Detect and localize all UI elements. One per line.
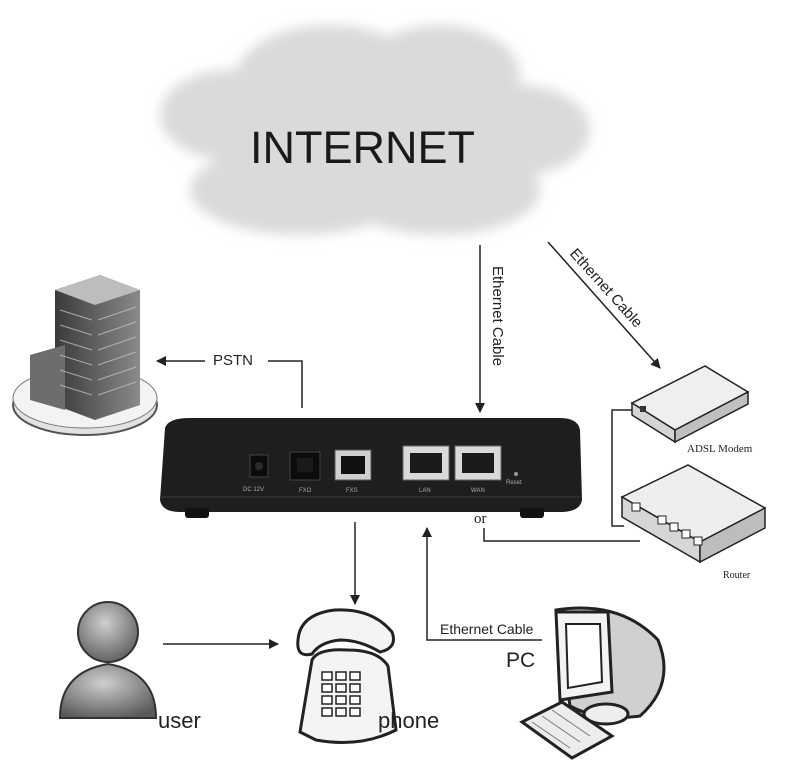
building-icon [12,275,158,436]
pc-link-line [422,527,542,641]
internet-title: INTERNET [250,122,475,173]
router-link-line [483,528,640,542]
adsl-modem-label: ADSL Modem [687,443,753,455]
user-icon [58,601,158,719]
ethernet-cable-pc-label: Ethernet Cable [440,621,534,637]
pc-label: PC [506,649,536,672]
router-label: Router [723,570,751,581]
ethernet-cable-vertical-label: Ethernet Cable [489,266,506,367]
phone-label: phone [378,708,440,733]
internet-cloud [160,25,590,235]
router-icon [620,464,767,564]
port-label-dc: DC 12V [243,487,265,493]
port-label-fxo: FXO [299,488,312,494]
reset-label: Reset [506,480,522,486]
port-label-wan: WAN [471,488,485,494]
port-label-lan: LAN [419,488,431,494]
user-label: user [158,708,201,733]
or-label: or [474,511,487,527]
pc-icon [519,606,666,760]
adsl-modem-icon [630,365,750,444]
pstn-label: PSTN [213,352,254,369]
port-label-fxs: FXS [346,488,358,494]
ethernet-arrow-diagonal [547,241,661,369]
pstn-line [268,360,303,408]
voip-gateway-device [160,418,582,518]
telephone-icon [296,608,398,744]
connectors [156,241,661,649]
modem-link-line [611,409,635,527]
